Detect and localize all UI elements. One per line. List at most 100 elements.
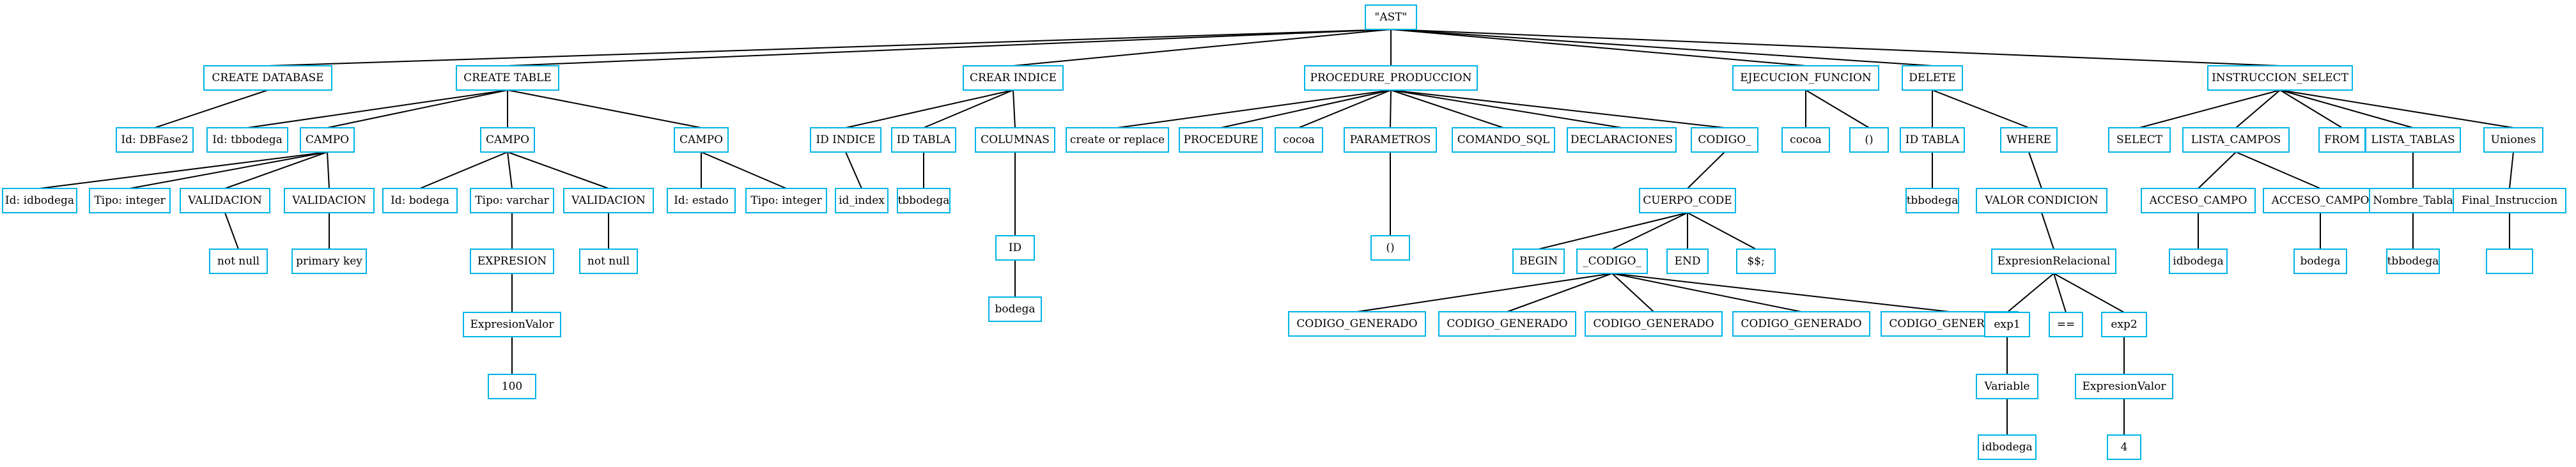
edge-campo1-to-campo1_tipo xyxy=(129,151,328,189)
node-box xyxy=(1666,249,1709,274)
edge-cc_codigo-to-cg1 xyxy=(1356,273,1613,312)
node-label: ExpresionRelacional xyxy=(1998,255,2111,268)
node-box xyxy=(1179,127,1263,153)
edge-proc-to-proc_comando xyxy=(1390,89,1504,128)
node-label: BEGIN xyxy=(1519,255,1558,268)
node-sel_from: FROM xyxy=(2318,127,2366,153)
edge-del_valcond-to-del_exprrel xyxy=(2041,212,2054,250)
node-box xyxy=(1991,249,2116,274)
node-campo2_tipo: Tipo: varchar xyxy=(470,188,554,213)
node-label: exp2 xyxy=(2111,318,2137,331)
edge-campo1_val1-to-campo1_val1_v xyxy=(224,212,239,250)
node-del_exprval: ExpresionValor xyxy=(2075,374,2173,399)
node-box xyxy=(1585,311,1723,337)
node-label: PROCEDURE_PRODUCCION xyxy=(1310,72,1472,84)
node-select: INSTRUCCION_SELECT xyxy=(2207,65,2353,91)
node-box xyxy=(2,188,77,213)
node-label: id_index xyxy=(839,194,885,207)
node-sel_select: SELECT xyxy=(2108,127,2171,153)
node-campo2_val_v: not null xyxy=(579,249,638,274)
node-sel_acc1_v: idbodega xyxy=(2169,249,2228,274)
edge-proc-to-proc_decl xyxy=(1390,89,1622,128)
node-columnas: COLUMNAS xyxy=(975,127,1055,153)
node-label: CREATE TABLE xyxy=(463,72,552,84)
node-label: tbbodega xyxy=(898,194,950,207)
node-box xyxy=(2483,127,2543,153)
node-label: VALOR CONDICION xyxy=(1984,194,2099,207)
node-tbbodega_ci: tbbodega xyxy=(897,188,950,213)
node-label: PROCEDURE xyxy=(1184,134,1259,146)
node-box xyxy=(2386,249,2440,274)
edge-campo1-to-campo1_val2 xyxy=(327,151,330,189)
node-campo2_100: 100 xyxy=(488,374,536,399)
node-label: () xyxy=(1386,241,1394,254)
node-box xyxy=(579,249,638,274)
edge-root-to-create_table xyxy=(507,29,1392,66)
edge-root-to-crear_indice xyxy=(1013,29,1392,66)
edge-select-to-sel_select xyxy=(2139,89,2281,128)
node-box xyxy=(745,188,827,213)
node-campo3_tipo: Tipo: integer xyxy=(745,188,827,213)
edge-sel_lista_campos-to-sel_acc2 xyxy=(2235,151,2321,189)
node-box xyxy=(1691,127,1758,153)
node-del_variable: Variable xyxy=(1976,374,2038,399)
edge-select-to-sel_from xyxy=(2279,89,2343,128)
node-box xyxy=(1438,311,1576,337)
node-box xyxy=(206,127,288,153)
node-box xyxy=(488,374,536,399)
node-root: "AST" xyxy=(1365,4,1417,30)
node-proc_cocoa: cocoa xyxy=(1275,127,1323,153)
node-box xyxy=(2369,188,2457,213)
node-box xyxy=(2318,127,2366,153)
node-label: tbbodega xyxy=(2387,255,2439,268)
edge-crear_indice-to-id_indice xyxy=(845,89,1014,128)
node-sel_acc2: ACCESO_CAMPO xyxy=(2263,188,2378,213)
node-label: not null xyxy=(217,255,260,268)
node-label: WHERE xyxy=(2006,134,2051,146)
node-label: VALIDACION xyxy=(187,194,262,207)
node-sel_final_v xyxy=(2486,249,2533,274)
edge-select-to-sel_uniones xyxy=(2279,89,2514,128)
node-label: CAMPO xyxy=(679,134,723,146)
node-create_database: CREATE DATABASE xyxy=(203,65,332,91)
node-label: CODIGO_GENERADO xyxy=(1741,318,1861,330)
edge-select-to-sel_lista_campos xyxy=(2235,89,2281,128)
edge-campo2-to-campo2_val xyxy=(507,151,609,189)
node-campo1_id: Id: idbodega xyxy=(2,188,77,213)
edge-root-to-create_database xyxy=(267,29,1392,66)
node-box xyxy=(480,127,535,153)
edge-proc-to-proc_cocoa xyxy=(1298,89,1392,128)
edge-proc-to-proc_params xyxy=(1390,89,1392,128)
node-label: () xyxy=(1865,134,1873,146)
edge-campo1-to-campo1_id xyxy=(39,151,328,189)
node-label: COLUMNAS xyxy=(981,134,1050,146)
node-campo2: CAMPO xyxy=(480,127,535,153)
node-del_idtabla: ID TABLA xyxy=(1900,127,1965,153)
node-cc_codigo: _CODIGO_ xyxy=(1576,249,1648,274)
edge-campo1-to-campo1_val1 xyxy=(224,151,328,189)
node-label: DELETE xyxy=(1909,72,1956,84)
node-col_bodega: bodega xyxy=(988,296,1042,322)
node-box xyxy=(180,188,270,213)
node-box xyxy=(2075,374,2173,399)
node-box xyxy=(1781,127,1830,153)
node-label: LISTA_TABLAS xyxy=(2371,134,2455,146)
edge-create_table-to-campo3 xyxy=(507,89,702,128)
node-label: Tipo: integer xyxy=(750,194,822,207)
node-proc_procedure: PROCEDURE xyxy=(1179,127,1263,153)
node-label: "AST" xyxy=(1375,11,1408,24)
node-label: Id: bodega xyxy=(391,194,449,207)
node-box xyxy=(2000,127,2058,153)
node-box xyxy=(674,127,729,153)
node-box xyxy=(456,65,559,91)
node-label: COMANDO_SQL xyxy=(1457,134,1549,146)
node-id_tbbodega: Id: tbbodega xyxy=(206,127,288,153)
node-del_valcond: VALOR CONDICION xyxy=(1976,188,2107,213)
node-box xyxy=(1976,374,2038,399)
edge-root-to-ejec xyxy=(1390,29,1806,66)
node-label: LISTA_CAMPOS xyxy=(2191,134,2281,146)
node-sel_lista_campos: LISTA_CAMPOS xyxy=(2182,127,2290,153)
node-label: Id: tbbodega xyxy=(212,134,283,146)
node-label: Final_Instruccion xyxy=(2462,194,2557,207)
node-box xyxy=(1905,188,1959,213)
